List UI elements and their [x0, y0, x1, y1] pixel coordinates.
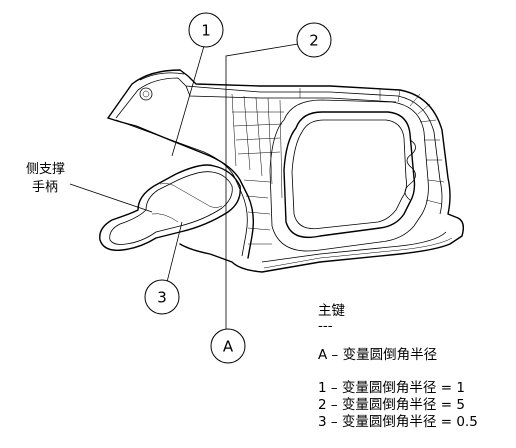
pivot-hole [142, 90, 150, 98]
leader-1 [171, 45, 205, 157]
leader-2 [225, 43, 299, 330]
callout-A: A [210, 328, 246, 364]
legend: 主键 --- A – 变量圆倒角半径 1 – 变量圆倒角半径 = 1 2 – 变… [318, 303, 478, 430]
callout-1-label: 1 [201, 22, 211, 40]
callout-A-label: A [223, 338, 234, 356]
legend-entry-2: 2 – 变量圆倒角半径 = 5 [318, 397, 465, 413]
window-opening [283, 111, 416, 239]
bottom-lip-2 [263, 237, 453, 269]
housing-top-edge [185, 85, 397, 103]
callout-2: 2 [296, 22, 332, 58]
side-handle-outline [99, 164, 241, 251]
callout-3-label: 3 [157, 289, 167, 307]
callout-2-label: 2 [309, 32, 319, 50]
side-handle-inner [109, 171, 233, 245]
legend-dashes: --- [318, 318, 333, 334]
legend-entry-1: 1 – 变量圆倒角半径 = 1 [318, 380, 465, 396]
side-handle-fillet [159, 183, 223, 208]
callout-1: 1 [188, 12, 224, 48]
pivot-boss [139, 87, 153, 101]
leader-3 [165, 221, 183, 287]
window-frame [269, 99, 429, 252]
legend-entry-A: A – 变量圆倒角半径 [318, 347, 437, 363]
callout-3: 3 [144, 279, 180, 315]
side-handle-label-line1: 侧支撑 [26, 162, 65, 177]
bottom-lip [261, 231, 447, 263]
grip-wave [404, 139, 416, 201]
side-handle-fillet-2 [151, 213, 179, 223]
housing-left-inner [115, 119, 248, 257]
legend-entry-3: 3 – 变量圆倒角半径 = 0.5 [318, 414, 478, 430]
legend-title: 主键 [318, 303, 345, 319]
leader-side-label [69, 183, 153, 213]
housing-outline [107, 69, 465, 273]
side-handle-label-line2: 手柄 [32, 180, 58, 195]
window-inner-edge [291, 119, 407, 230]
mesh-hatching [231, 88, 445, 245]
knob-edge [139, 72, 185, 81]
housing-inner-rim [115, 77, 443, 215]
housing-left-wall [107, 117, 255, 259]
